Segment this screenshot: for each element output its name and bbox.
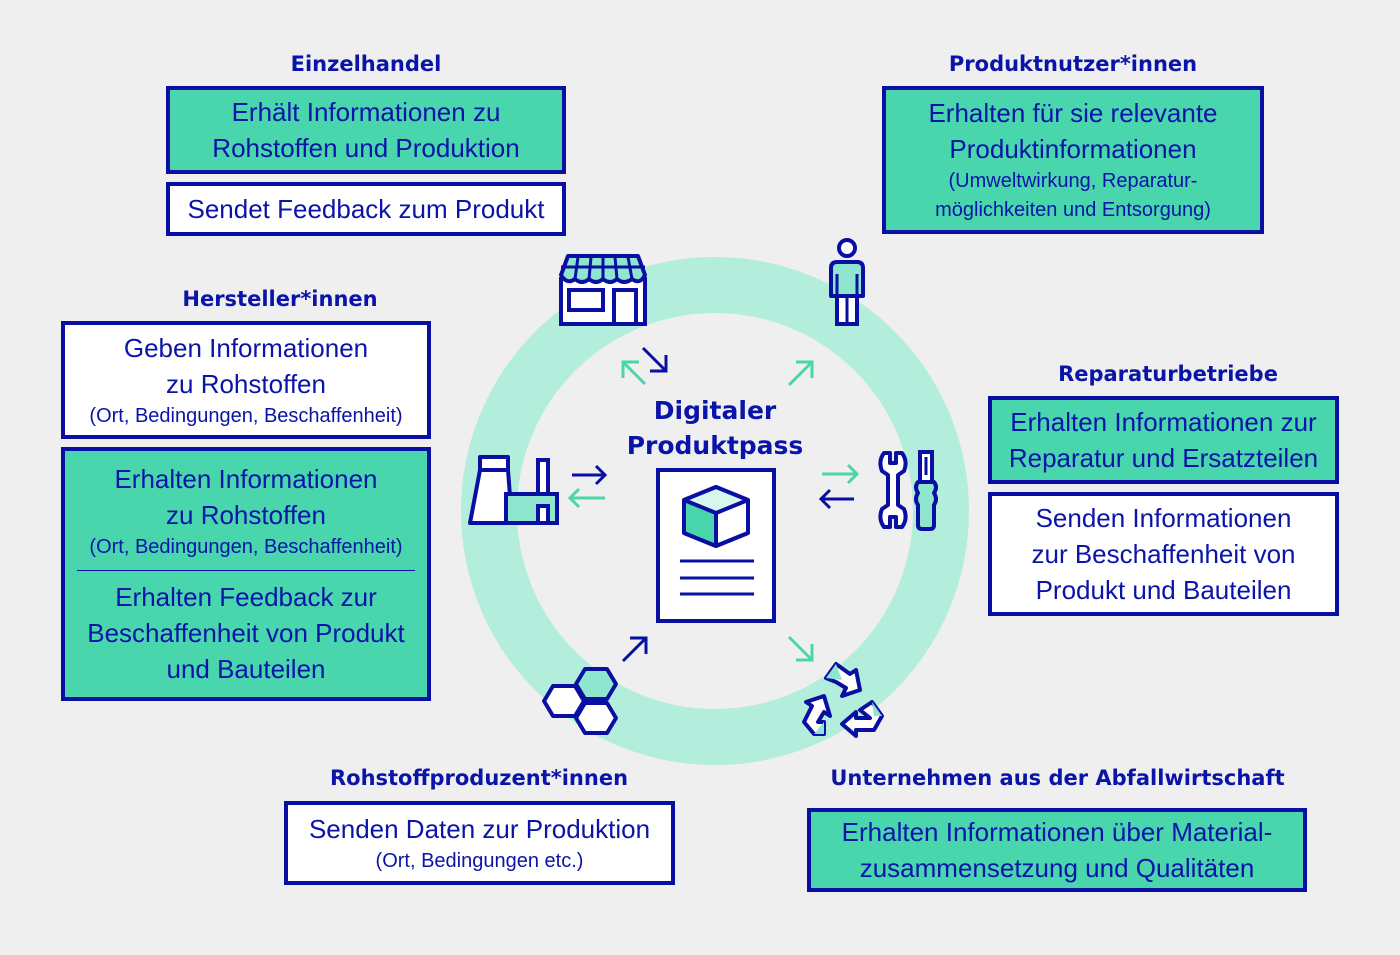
einzelhandel-receives-box: Erhält Informationen zu Rohstoffen und P… [166,86,566,174]
arrow-pass-to-user-icon [787,360,814,387]
box-divider [77,570,415,571]
tools-icon [878,450,938,531]
hersteller-heading: Hersteller*innen [182,287,378,311]
box-note: (Ort, Bedingungen, Beschaffenheit) [89,404,403,427]
raw-material-hexagons-icon [542,667,618,735]
box-text: Beschaffenheit von Produkt [87,618,405,648]
arrow-repair-to-pass-icon [818,488,854,510]
box-text: Geben Informationen [123,332,369,363]
reparaturbetriebe-sends-box: Senden Informationen zur Beschaffenheit … [988,492,1339,616]
box-text: zusammensetzung und Qualitäten [859,853,1255,883]
box-text: Produkt und Bauteilen [1035,575,1292,605]
person-icon [829,238,865,326]
arrow-factory-to-pass-icon [572,464,608,486]
arrow-raw-to-pass-icon [621,636,648,663]
box-text: zu Rohstoffen [166,500,326,530]
factory-icon [468,455,559,525]
box-text: Senden Daten zur Produktion [308,813,651,844]
abfallwirtschaft-receives-box: Erhalten Informationen über Material- zu… [807,808,1307,892]
hersteller-receives-box: Erhalten Informationen zu Rohstoffen (Or… [61,447,431,701]
produktnutzer-heading: Produktnutzer*innen [948,52,1198,76]
box-text: und Bauteilen [166,654,326,684]
box-text: zu Rohstoffen [166,368,326,399]
arrow-pass-to-recycling-icon [787,635,814,662]
einzelhandel-sends-box: Sendet Feedback zum Produkt [166,182,566,236]
box-text: Erhalten Informationen über Material- [841,817,1273,847]
produktnutzer-receives-box: Erhalten für sie relevante Produktinform… [882,86,1264,234]
box-note: (Ort, Bedingungen etc.) [375,849,584,872]
box-note: (Ort, Bedingungen, Beschaffenheit) [89,536,403,558]
center-title-line1: Digitaler [653,396,777,425]
box-text: Erhalten Informationen zur [1010,407,1317,437]
abfallwirtschaft-heading: Unternehmen aus der Abfallwirtschaft [830,766,1285,790]
box-text: Erhält Informationen zu [231,97,501,127]
center-title-line2: Produktpass [626,431,804,460]
arrow-pass-to-repair-icon [822,463,860,485]
box-text: Rohstoffen und Produktion [212,133,520,163]
box-text: Erhalten für sie relevante [928,98,1218,128]
shop-icon [559,254,647,326]
box-text: Erhalten Feedback zur [115,582,377,612]
arrow-shop-to-pass-icon [641,346,668,373]
center-title: Digitaler Produktpass [590,393,840,463]
rohstoffproduzenten-sends-box: Senden Daten zur Produktion (Ort, Beding… [284,801,675,885]
box-text: Senden Informationen [1035,503,1292,533]
reparaturbetriebe-receives-box: Erhalten Informationen zur Reparatur und… [988,396,1339,484]
box-text: Erhalten Informationen [114,464,378,494]
arrow-pass-to-factory-icon [567,487,605,509]
box-text: Produktinformationen [949,134,1197,164]
reparaturbetriebe-heading: Reparaturbetriebe [1058,362,1278,386]
box-text: zur Beschaffenheit von [1031,539,1296,569]
box-text: Reparatur und Ersatzteilen [1008,443,1319,473]
box-text: Sendet Feedback zum Produkt [187,194,545,224]
hersteller-gives-box: Geben Informationen zu Rohstoffen (Ort, … [61,321,431,439]
recycling-icon [802,662,884,738]
box-note: (Umweltwirkung, Reparatur- [948,170,1198,192]
rohstoffproduzenten-heading: Rohstoffproduzent*innen [329,766,629,790]
product-passport-document-icon [656,468,776,623]
einzelhandel-heading: Einzelhandel [290,52,442,76]
arrow-pass-to-shop-icon [621,360,647,386]
box-note: möglichkeiten und Entsorgung) [935,199,1211,221]
